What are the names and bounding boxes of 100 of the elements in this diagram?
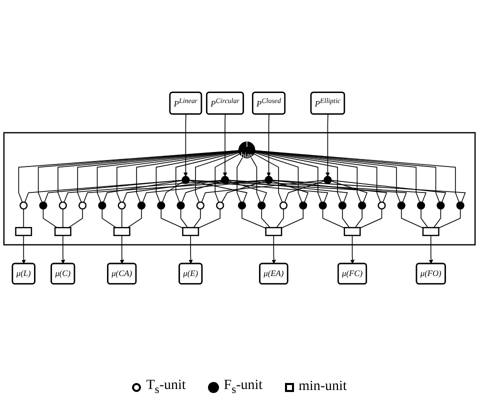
legend-label: min-unit [298,379,347,396]
connector [214,153,240,203]
connector [180,208,188,228]
connector [156,151,240,203]
connector [23,208,24,228]
connector [254,152,302,203]
node-circle [118,201,126,210]
connector [195,152,240,203]
arrow [184,114,188,177]
node-circle [456,201,464,210]
connector [261,208,270,228]
node-circle [324,176,332,184]
node-circle [58,201,67,210]
connector [68,208,83,228]
connector [102,208,116,228]
cluster [3,132,476,246]
arrow [266,114,271,177]
connector [250,156,261,203]
node-circle [20,201,28,210]
connector [284,180,325,203]
arrow [120,235,124,264]
node-circle [338,201,346,210]
node-circle [196,201,204,210]
node-circle [220,176,230,184]
connector [136,150,240,203]
connector [253,153,283,203]
arrow [326,114,330,177]
node-circle [238,201,246,210]
node-circle [137,201,146,210]
connector [175,151,240,203]
connector [236,156,244,203]
connector [127,208,142,228]
node-circle [258,201,266,210]
node-circle [182,176,190,184]
connector [83,180,266,203]
connector [193,208,201,228]
node-circle [299,201,308,210]
node-circle [279,201,288,210]
connector [182,180,222,203]
connector [254,151,342,203]
connector [420,208,428,228]
node-circle [264,176,273,184]
connector [433,208,442,228]
connector [254,151,322,203]
connector [272,180,466,203]
arrow [22,235,26,264]
node-circle [318,201,327,210]
arrow [272,235,276,264]
connector [228,180,268,203]
connector [228,180,348,203]
node-circle [216,201,224,210]
connector [242,208,266,229]
node-circle [157,201,166,210]
connector [162,181,184,203]
node-circle [416,201,426,210]
connector [42,208,58,228]
connector [272,180,309,203]
node-circle [98,201,106,210]
node-box [422,226,440,236]
connector [228,180,426,203]
connector [401,208,424,228]
connector [354,208,362,228]
connector [281,208,304,228]
connector [254,150,362,203]
legend-label: T$_{s}$-unit [146,378,186,396]
arrow [350,235,355,264]
node-box [182,226,200,236]
node-circle [436,201,445,210]
node-circle [358,201,366,210]
connector [330,180,446,203]
connector [221,180,266,203]
connector [198,208,220,228]
connector [122,180,222,203]
connector [272,180,388,203]
node-box [113,226,130,236]
node-circle [176,201,185,210]
connector [103,180,183,203]
arrow [222,114,228,177]
connector [121,208,122,228]
node-box [15,226,32,236]
connector [188,180,407,203]
node-box [344,226,361,236]
connector [62,208,64,228]
node-circle [378,201,386,210]
node-circle [39,201,48,210]
connector [64,180,222,203]
arrow [188,235,193,264]
arrow [60,235,66,264]
connector [142,180,266,203]
arrow [428,235,434,264]
connector [342,208,350,228]
connector [160,208,184,228]
node-circle [78,201,87,210]
legend-label: F$_{s}$-unit [224,378,263,396]
connector [330,180,368,203]
connector [360,208,382,228]
connector [188,180,248,203]
node-circle [397,201,406,210]
connector [276,208,284,228]
connector [438,208,461,228]
